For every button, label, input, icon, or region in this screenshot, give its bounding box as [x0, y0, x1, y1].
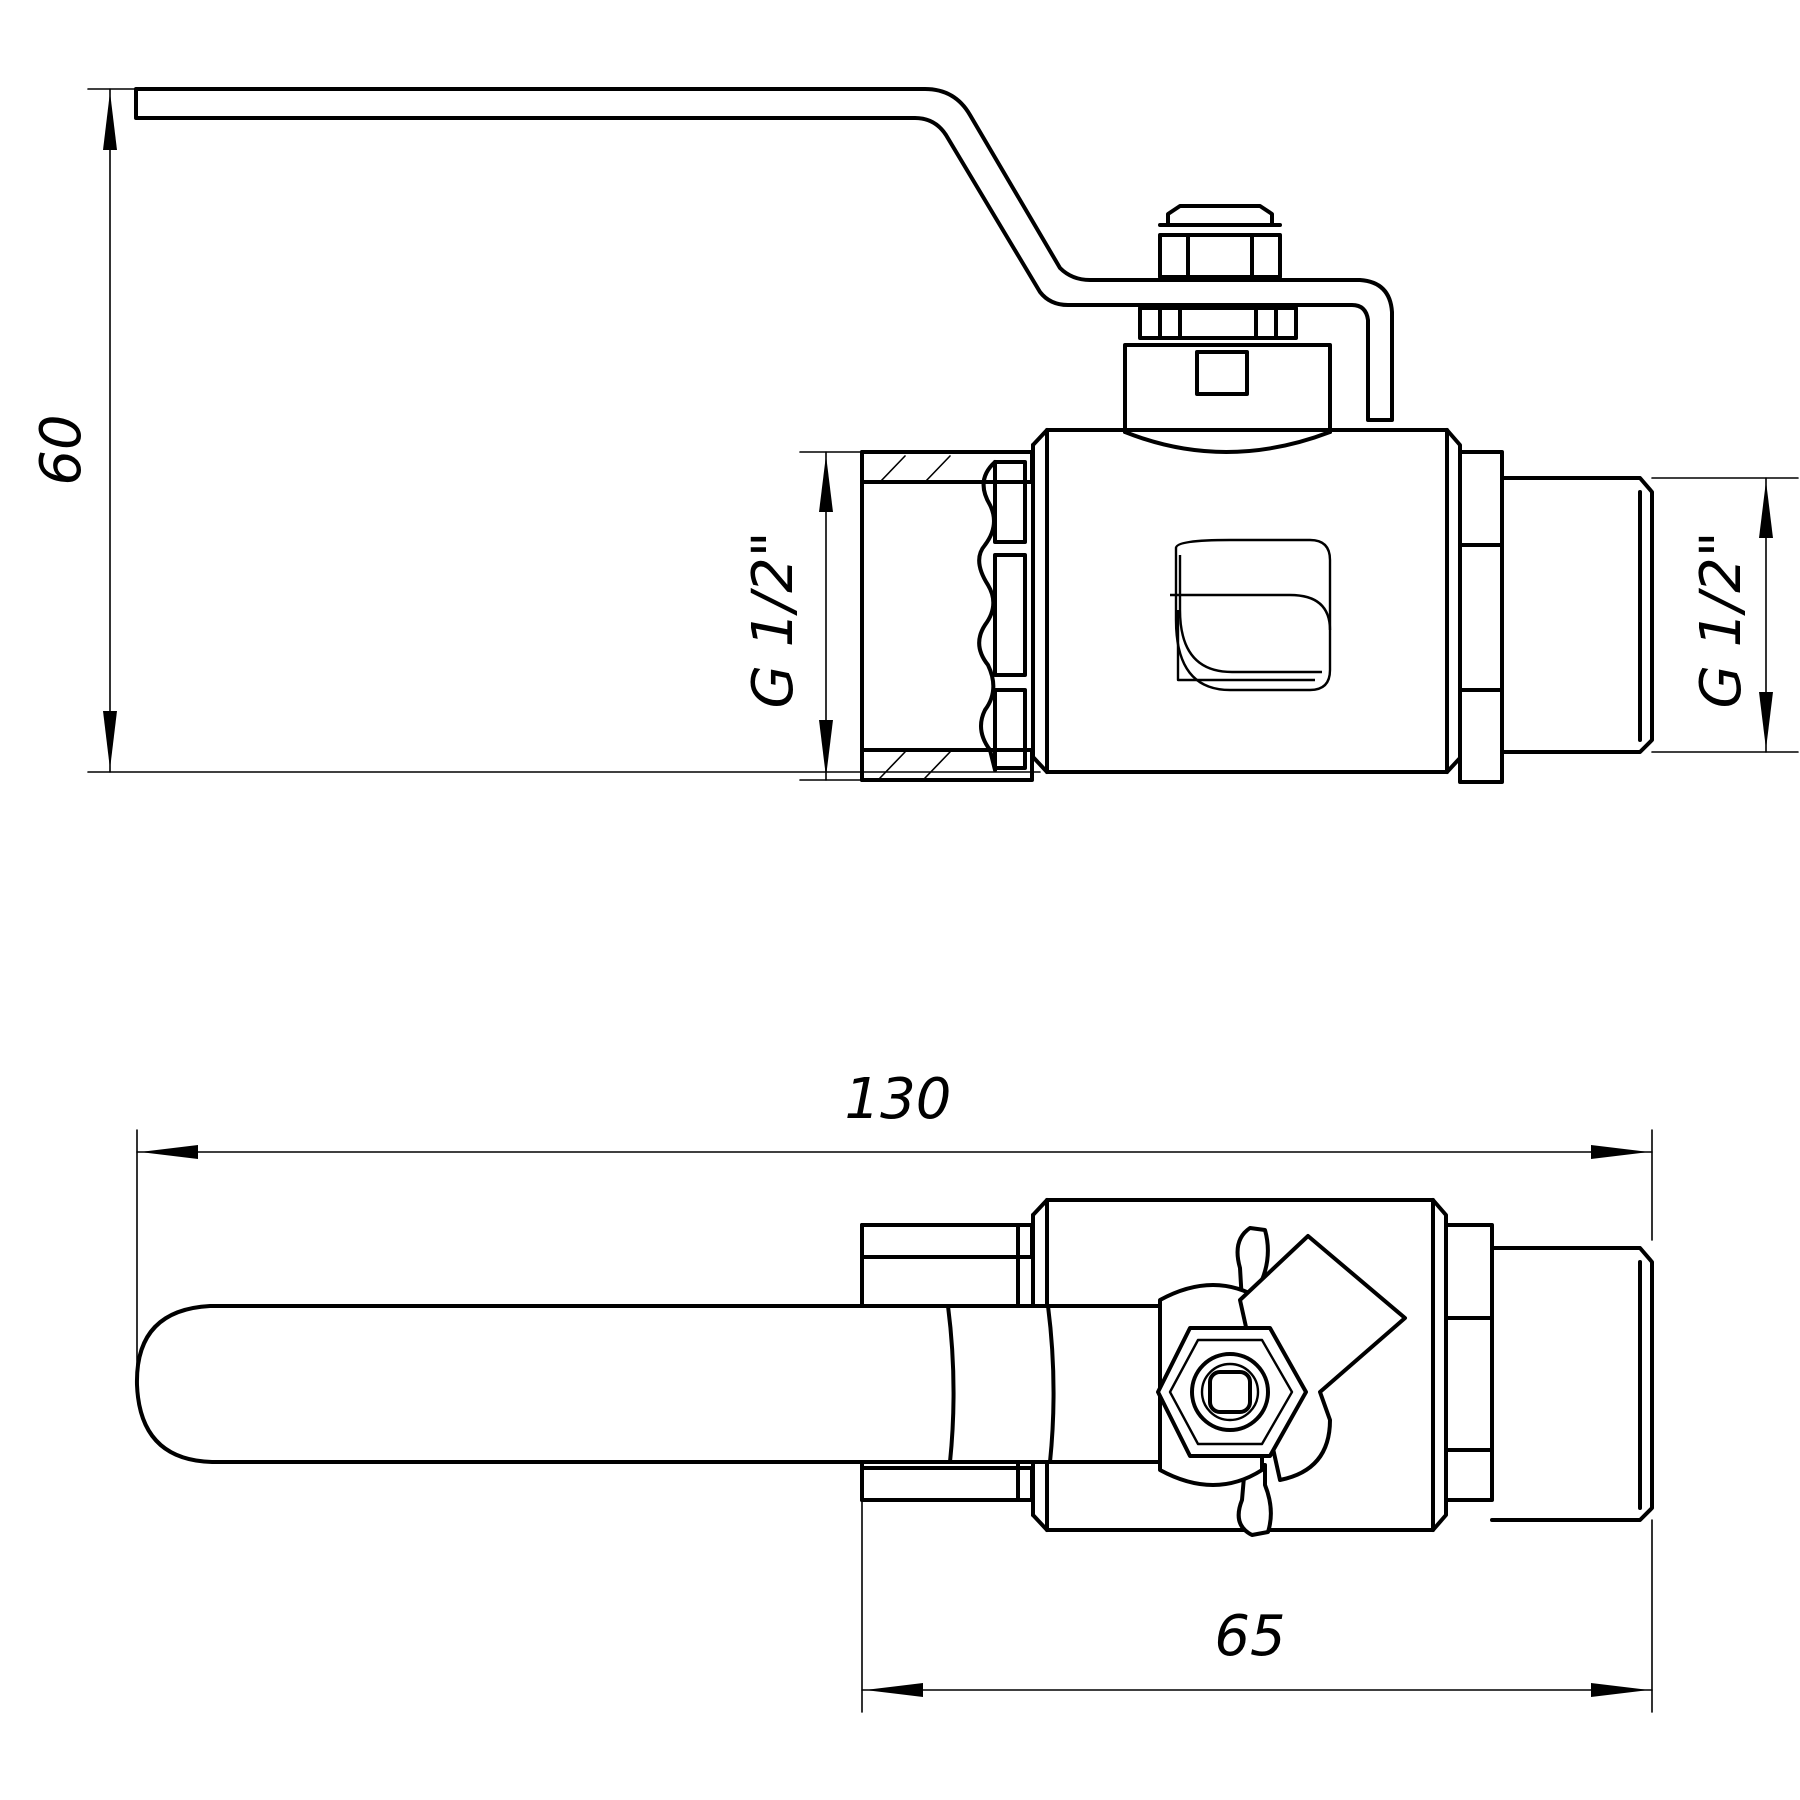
female-thread-end: [860, 450, 1034, 782]
hex-nut-icon: [1156, 1326, 1308, 1458]
body-length-label: 65: [1214, 1604, 1285, 1669]
stem-nut: [1138, 204, 1298, 340]
body-length-dimension: [861, 1499, 1653, 1713]
bonnet: [1123, 343, 1332, 454]
top-male-end: [1431, 1198, 1654, 1532]
valve-body: [1031, 428, 1449, 774]
brand-logo: [1170, 538, 1332, 692]
right-thread-dimension: [1651, 477, 1799, 753]
lever-handle: [134, 87, 1394, 422]
height-dimension: [87, 88, 1041, 773]
overall-length-label: 130: [845, 1067, 952, 1132]
left-thread-dimension-label: G 1/2": [741, 531, 806, 708]
height-dimension-label: 60: [29, 414, 94, 485]
top-view: 130 65: [134, 1067, 1654, 1713]
side-view: 60 G 1/2" G 1/2": [29, 87, 1799, 784]
right-thread-dimension-label: G 1/2": [1689, 531, 1754, 708]
left-thread-dimension: [799, 451, 863, 781]
top-lever: [134, 1304, 1202, 1464]
overall-length-dimension: [136, 1129, 1653, 1386]
male-thread-end: [1445, 428, 1654, 784]
